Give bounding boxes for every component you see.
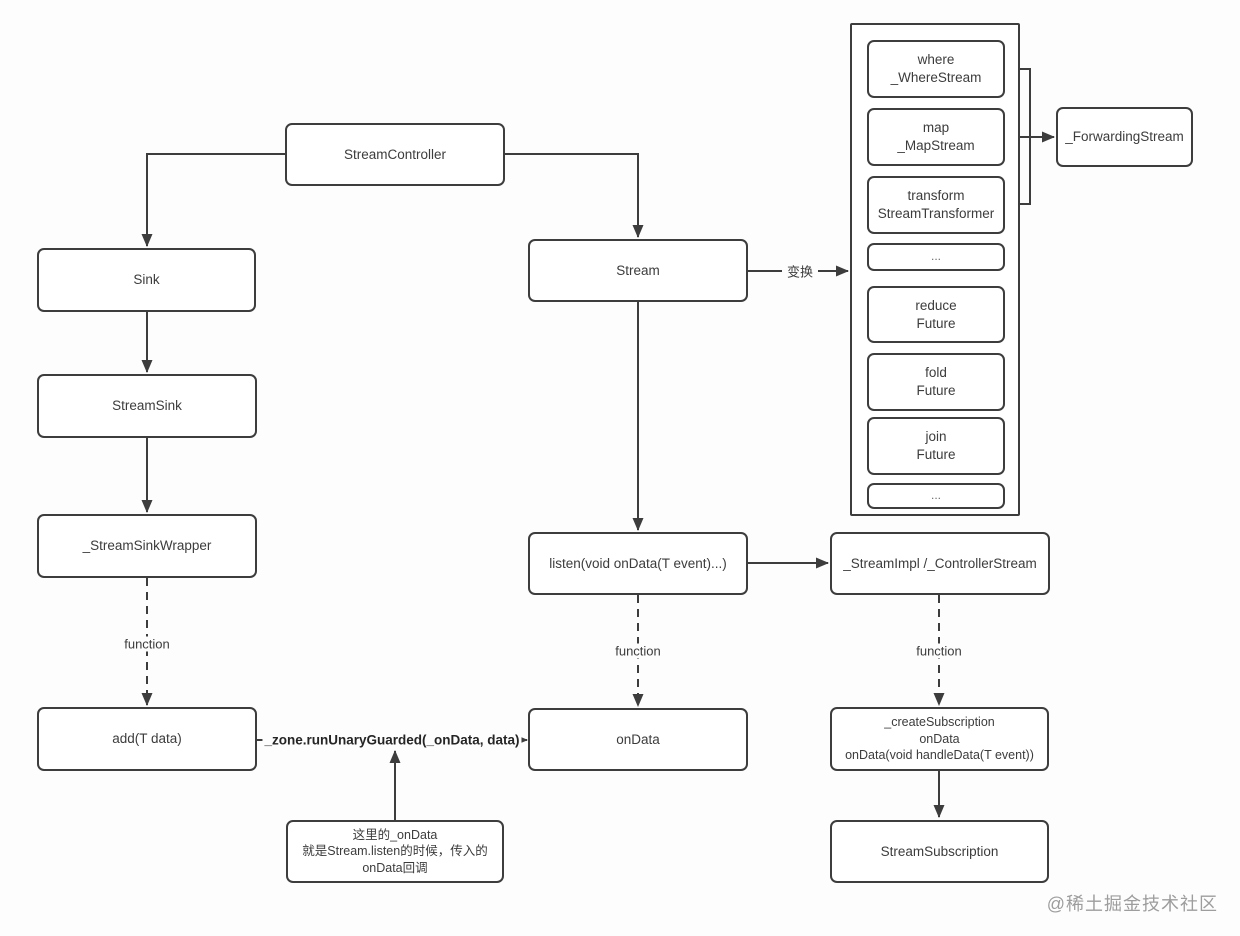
edge-label-transform-cn: 变换 (781, 261, 819, 281)
node-sink: Sink (37, 248, 256, 312)
annotation-ondata-note: 这里的_onData 就是Stream.listen的时候，传入的 onData… (286, 820, 504, 883)
node-fold: fold Future (867, 353, 1005, 411)
node-stream-controller: StreamController (285, 123, 505, 186)
node-transform: transform StreamTransformer (867, 176, 1005, 234)
node-stream-sink: StreamSink (37, 374, 257, 438)
node-ellipsis-bottom: ... (867, 483, 1005, 509)
watermark-juejin: @稀土掘金技术社区 (1046, 894, 1218, 914)
node-where: where _WhereStream (867, 40, 1005, 98)
node-on-data: onData (528, 708, 748, 771)
edge-controller-to-sink (141, 153, 285, 247)
node-add: add(T data) (37, 707, 257, 771)
node-listen: listen(void onData(T event)...) (528, 532, 748, 595)
node-stream: Stream (528, 239, 748, 302)
edge-label-function-listen: function (610, 643, 666, 659)
node-stream-subscription: StreamSubscription (830, 820, 1049, 883)
node-forwarding-stream: _ForwardingStream (1056, 107, 1193, 167)
node-stream-impl: _StreamImpl /_ControllerStream (830, 532, 1050, 595)
edge-label-zone-call: _zone.runUnaryGuarded(_onData, data) (262, 732, 522, 748)
edge-label-function-impl: function (911, 643, 967, 659)
node-reduce: reduce Future (867, 286, 1005, 343)
node-join: join Future (867, 417, 1005, 475)
edge-controller-to-stream (505, 153, 644, 238)
node-map: map _MapStream (867, 108, 1005, 166)
edge-label-function-sink: function (119, 636, 175, 652)
node-stream-sink-wrapper: _StreamSinkWrapper (37, 514, 257, 578)
node-create-subscription: _createSubscription onData onData(void h… (830, 707, 1049, 771)
node-ellipsis-top: ... (867, 243, 1005, 271)
